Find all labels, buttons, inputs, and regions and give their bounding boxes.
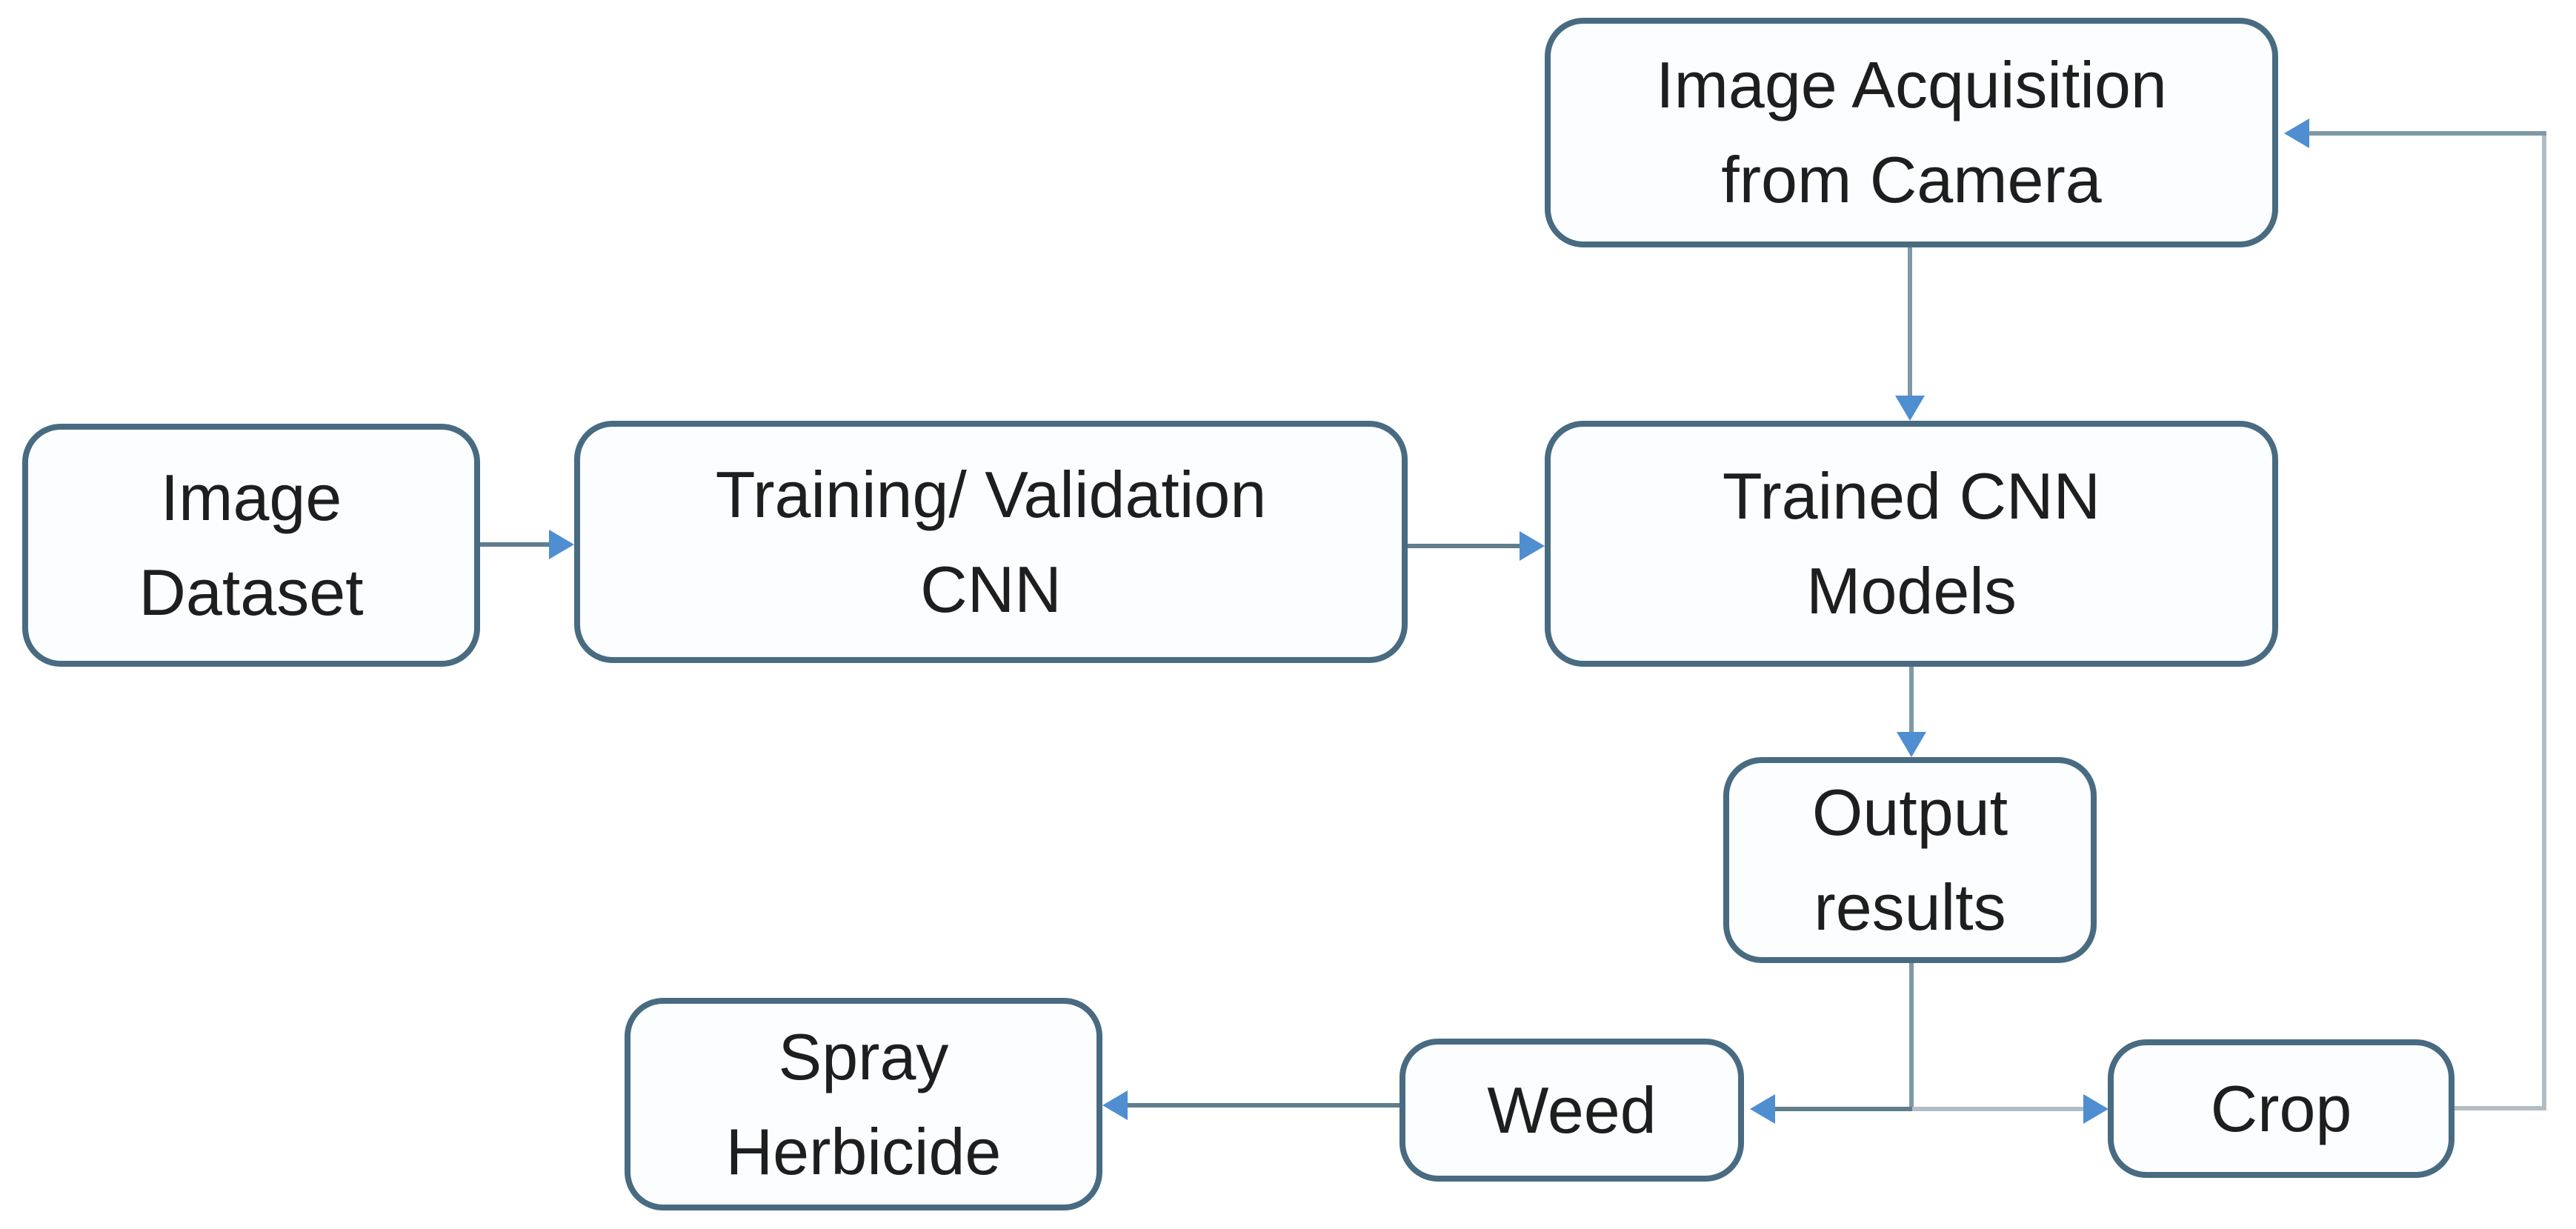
node-output-results-label: Output results — [1811, 776, 2008, 944]
arrowhead-into-training — [549, 530, 574, 559]
arrowhead-into-spray-herbicide — [1102, 1090, 1128, 1120]
node-image-dataset: Image Dataset — [22, 424, 480, 667]
arrowhead-into-output-results — [1897, 732, 1926, 757]
node-image-dataset-label: Image Dataset — [139, 461, 364, 629]
node-image-acquisition-label: Image Acquisition from Camera — [1656, 48, 2167, 216]
node-training-validation-cnn: Training/ Validation CNN — [574, 421, 1408, 663]
node-output-results: Output results — [1723, 757, 2097, 963]
arrowhead-into-weed — [1750, 1094, 1775, 1124]
node-crop-label: Crop — [2210, 1071, 2352, 1145]
connector-output-to-junction-line — [1909, 963, 1914, 1111]
node-weed: Weed — [1400, 1039, 1744, 1182]
connector-trained-to-output-line — [1909, 667, 1914, 732]
node-trained-cnn-models: Trained CNN Models — [1545, 421, 2278, 667]
node-trained-cnn-models-label: Trained CNN Models — [1722, 459, 2101, 627]
connector-training-to-trained-line — [1408, 544, 1520, 548]
connector-crop-feedback-vertical-line — [2542, 131, 2546, 1110]
node-spray-herbicide-label: Spray Herbicide — [725, 1019, 1002, 1188]
connector-dataset-to-training-line — [480, 542, 549, 547]
connector-crop-feedback-bottom-line — [2454, 1106, 2546, 1110]
connector-acquisition-to-trained-line — [1908, 247, 1912, 396]
arrowhead-into-crop — [2083, 1094, 2109, 1124]
node-weed-label: Weed — [1487, 1073, 1657, 1147]
arrowhead-into-trained-cnn-top — [1895, 396, 1925, 421]
arrowhead-into-trained-cnn — [1520, 531, 1545, 561]
node-crop: Crop — [2108, 1039, 2454, 1178]
connector-junction-to-weed-line — [1775, 1107, 1912, 1111]
node-image-acquisition: Image Acquisition from Camera — [1545, 18, 2278, 247]
connector-crop-feedback-top-line — [2309, 131, 2546, 136]
arrowhead-into-image-acquisition — [2284, 119, 2309, 148]
node-spray-herbicide: Spray Herbicide — [625, 998, 1102, 1210]
node-training-validation-cnn-label: Training/ Validation CNN — [715, 457, 1267, 626]
connector-weed-to-spray-line — [1128, 1103, 1400, 1108]
connector-junction-to-crop-line — [1912, 1107, 2083, 1111]
